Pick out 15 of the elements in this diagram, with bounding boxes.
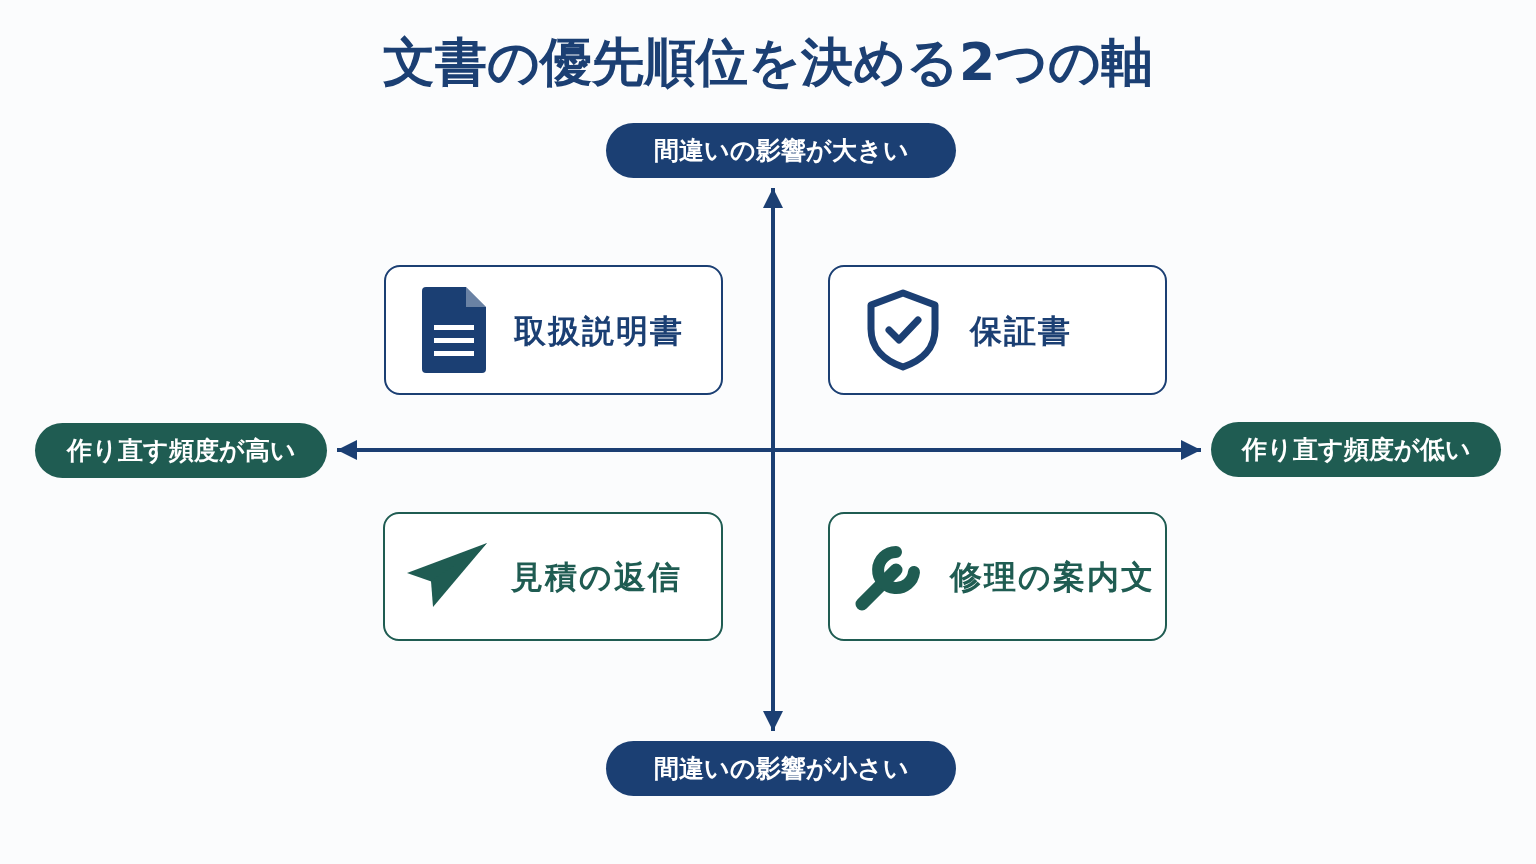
card-label: 取扱説明書 <box>514 310 684 352</box>
axis-label-pill: 間違いの影響が小さい <box>606 741 956 796</box>
document-type-card <box>383 512 723 641</box>
document-type-card <box>828 265 1167 395</box>
document-type-card <box>384 265 723 395</box>
card-label: 見積の返信 <box>511 557 682 598</box>
axis-label-pill: 間違いの影響が大きい <box>606 123 956 178</box>
card-label: 保証書 <box>970 310 1072 352</box>
title: 文書の優先順位を決める2つの軸 <box>382 31 1154 94</box>
axis-label-pill: 作り直す頻度が高い <box>35 423 327 478</box>
axis-arrow <box>763 188 783 731</box>
document-type-card <box>828 512 1167 641</box>
axis-arrow <box>337 440 1201 460</box>
card-label: 修理の案内文 <box>950 557 1155 598</box>
axis-label-pill: 作り直す頻度が低い <box>1211 422 1501 477</box>
